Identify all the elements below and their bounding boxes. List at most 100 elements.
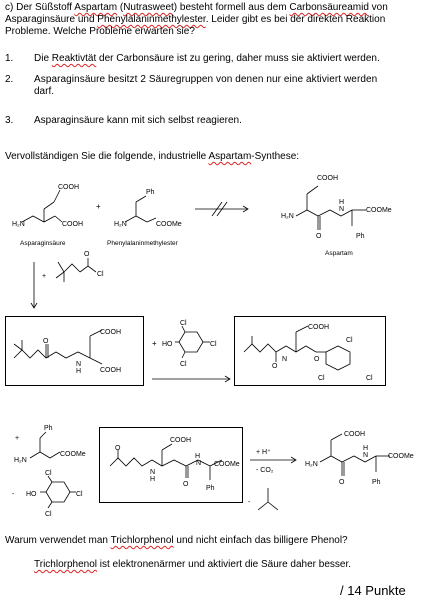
label-ph: Ph [372, 479, 381, 486]
label-plus: + [15, 435, 19, 442]
label-cooh: COOH [170, 437, 191, 444]
activated-ester-structure [243, 325, 351, 371]
label-n: N [76, 361, 81, 368]
label-cooh: COOH [317, 175, 338, 182]
label-n: N [363, 452, 368, 459]
label-coome: COOMe [366, 207, 392, 214]
label-cooh: COOH [344, 431, 365, 438]
intro-text: Asparaginsäure und [5, 14, 98, 25]
label-asparaginsaeure: Asparaginsäure [20, 240, 66, 247]
label-cl: Cl [210, 341, 217, 348]
label-cl: Cl [76, 491, 83, 498]
problem-2-line-1: Asparaginsäure besitzt 2 Säuregruppen vo… [34, 74, 378, 85]
label-cooh: COOH [308, 324, 329, 331]
label-ph: Ph [356, 233, 365, 240]
reaction-arrow-2 [152, 375, 231, 383]
blocked-reaction-arrow [195, 201, 249, 217]
aspartam-structure [295, 185, 366, 230]
label-hplus: + H⁺ [256, 449, 271, 456]
word-trichlorphenol: Trichlorphenol [110, 535, 174, 546]
intro-line-1: c) Der Süßstoff Aspartam (Nutrasweet) be… [5, 2, 388, 14]
label-h2n: H₂N [114, 221, 127, 228]
boc-aspartam-structure [109, 443, 223, 480]
word-phenylalaninmethylester: Phenylalaninmethylester [97, 14, 206, 25]
boc-asp-structure [13, 329, 103, 365]
text: und nicht einfach das billigere Phenol? [173, 535, 348, 546]
answer-box-boc-asp [5, 316, 144, 386]
label-o: O [339, 479, 345, 486]
label-h2n: H₂N [12, 221, 25, 228]
label-o: O [183, 481, 189, 488]
label-h2n: H₂N [305, 461, 318, 468]
label-h2n: H₂N [14, 457, 27, 464]
label-ho: HO [162, 341, 173, 348]
trichlorphenol-leaving-structure [40, 475, 76, 509]
label-n: N [339, 206, 344, 213]
text: Vervollständigen Sie die folgende, indus… [5, 151, 209, 162]
label-cl: Cl [97, 271, 104, 278]
label-ph: Ph [206, 485, 215, 492]
text: Warum verwendet man [5, 535, 111, 546]
answer-text: Trichlorphenol ist elektronenärmer und a… [34, 559, 351, 571]
label-cooh: COOH [58, 184, 79, 191]
label-phenylalaninmethylester: Phenylalaninmethylester [107, 240, 179, 247]
label-coome: COOMe [156, 221, 182, 228]
label-cooh: COOH [100, 367, 121, 374]
label-cl: Cl [180, 361, 187, 368]
label-o: O [316, 233, 322, 240]
problem-1-text: Die Reaktivtät der Carbonsäure ist zu ge… [34, 53, 380, 65]
label-h: H [150, 476, 155, 483]
intro-line-3: Probleme. Welche Probleme erwarten sie? [5, 26, 195, 37]
trichlorphenol-structure [175, 325, 210, 359]
label-aspartam: Aspartam [325, 250, 353, 257]
intro-text: . Leider gibt es bei der direkten Reakti… [205, 14, 386, 25]
problem-3-number: 3. [5, 115, 14, 126]
label-minus: - [248, 499, 251, 506]
problem-2-number: 2. [5, 74, 14, 85]
answer-box-boc-aspartam [99, 427, 243, 503]
asparaginsaeure-structure [21, 189, 63, 223]
label-h: H [195, 453, 200, 460]
text: ist elektronenärmer und aktiviert die Sä… [97, 559, 352, 570]
word-carbonsaeureamid: Carbonsäureamid [289, 2, 369, 13]
points-label: / 14 Punkte [340, 583, 406, 598]
label-minus: - [12, 491, 15, 498]
label-h2n: H₂N [281, 213, 294, 220]
aspartam-final-structure [319, 433, 390, 476]
boc-anhydride-structure [55, 258, 97, 282]
label-cl: Cl [366, 375, 373, 382]
synthesis-prompt: Vervollständigen Sie die folgende, indus… [5, 151, 299, 163]
label-coome: COOMe [388, 453, 414, 460]
word-aspartam: Aspartam [74, 2, 118, 13]
word-reaktivitaet: Reaktivtät [51, 53, 97, 64]
label-ph: Ph [146, 189, 155, 196]
label-o: O [84, 251, 90, 258]
text: Die [34, 53, 52, 64]
reaction-scheme: COOH H₂N COOH Asparaginsäure + Ph H₂N CO… [12, 175, 414, 518]
intro-text: ( [117, 2, 124, 13]
text: -Synthese: [251, 151, 300, 162]
question-text: Warum verwendet man Trichlorphenol und n… [5, 535, 348, 547]
intro-text: c) Der Süßstoff [5, 2, 75, 13]
intro-line-2: Asparaginsäure und Phenylalaninmethylest… [5, 14, 385, 26]
word-trichlorphenol: Trichlorphenol [34, 559, 97, 570]
label-cl: Cl [318, 375, 325, 382]
label-o: O [314, 356, 320, 363]
word-nutrasweet: Nutrasweet [123, 2, 174, 13]
label-h: H [76, 368, 81, 375]
label-ho: HO [26, 491, 37, 498]
label-o: O [43, 338, 49, 345]
label-o: O [115, 445, 121, 452]
label-cl: Cl [346, 337, 353, 344]
label-ph: Ph [44, 425, 53, 432]
label-coome: COOMe [60, 451, 86, 458]
answer-box-activated-ester [234, 316, 386, 386]
down-arrow [30, 262, 38, 309]
intro-text: von [368, 2, 388, 13]
label-h: H [339, 199, 344, 206]
isobutene-structure [257, 488, 279, 511]
label-n: N [196, 460, 201, 467]
label-plus: + [96, 202, 101, 211]
label-plus: + [152, 339, 157, 348]
